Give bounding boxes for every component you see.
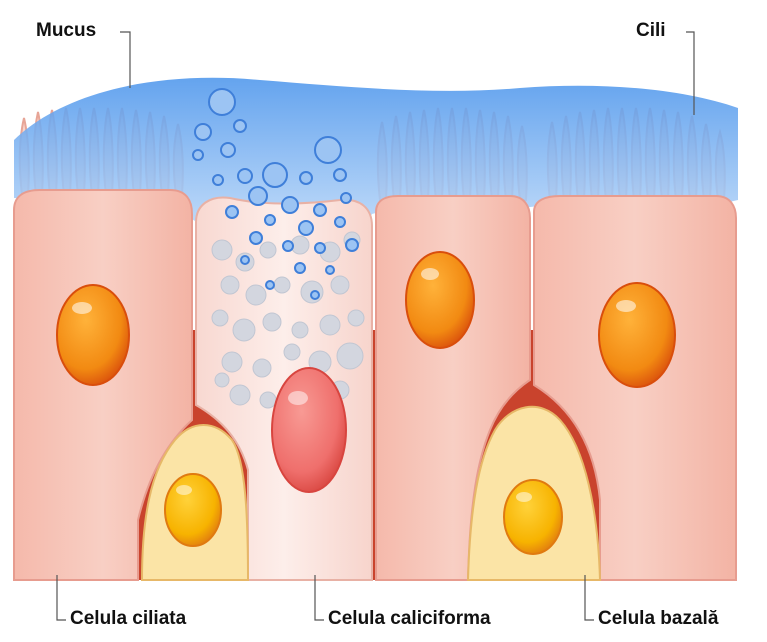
nucleus-yellow [504, 480, 562, 554]
label-celula-bazala: Celula bazală [598, 608, 718, 630]
nucleus-orange [599, 283, 675, 387]
nucleus-yellow [165, 474, 221, 546]
label-cili: Cili [636, 20, 666, 42]
label-celula-caliciforma: Celula caliciforma [328, 608, 491, 630]
label-mucus: Mucus [36, 20, 96, 42]
leader-mucus [120, 32, 130, 88]
leader-celula-bazala [585, 575, 594, 620]
leader-celula-caliciforma [315, 575, 324, 620]
label-celula-ciliata: Celula ciliata [70, 608, 186, 630]
nucleus-orange [406, 252, 474, 348]
nucleus-orange [57, 285, 129, 385]
leader-celula-ciliata [57, 575, 66, 620]
nucleus-pink [272, 368, 346, 492]
